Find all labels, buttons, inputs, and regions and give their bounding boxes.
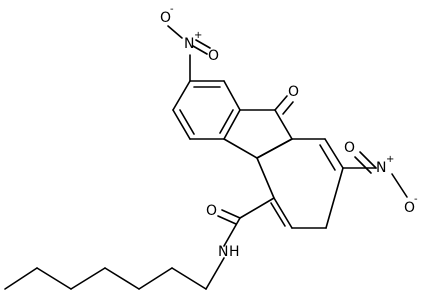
atom-label-amide-o: O [206,203,217,219]
bond [239,197,275,219]
atom-label-nitro-right-n: N [376,160,386,176]
bond [167,25,183,39]
charge-label-minus: - [414,194,418,205]
charge-label-minus: - [170,4,174,15]
atom-label-ketone-o: O [288,84,299,100]
bond [319,144,336,171]
charge-label-plus: + [194,30,202,41]
bond [274,109,293,140]
bond [223,138,258,159]
bond [4,267,38,290]
charge-label-plus: + [386,154,394,165]
bond [391,173,408,198]
bond [195,39,211,49]
bond [324,138,344,169]
bond [138,267,173,290]
atom-label-nitro-top-n: N [184,36,194,52]
atom-label-nitro-right-o-double: O [344,140,355,156]
bond [354,156,372,174]
bond [282,101,294,115]
bond [192,45,208,55]
bond [217,215,237,225]
bond [172,109,191,140]
bond [70,267,106,290]
bond [171,267,207,290]
bond [223,109,241,140]
atom-label-nitro-right-o-minus: O [404,200,415,216]
bond [36,267,72,290]
atom-label-amide-h: H [229,244,240,260]
bond [205,257,225,290]
bond [256,138,293,159]
bond [223,80,241,111]
bond [325,167,344,229]
atom-label-layer: O - N + O O O N H N + O O - [160,4,418,260]
bond [104,267,140,290]
bond [172,80,191,111]
bond-layer [4,25,408,290]
bond [223,217,241,247]
bond [270,202,286,227]
atom-label-nitro-top-o: O [208,48,219,64]
bond [256,157,275,199]
bond [274,95,288,111]
bond [359,151,377,169]
bond [219,109,234,134]
atom-label-amide-n: N [218,244,228,260]
bond [273,197,293,229]
bond [179,109,195,135]
bond [221,209,241,219]
atom-label-nitro-top-o-minus: O [160,10,171,26]
